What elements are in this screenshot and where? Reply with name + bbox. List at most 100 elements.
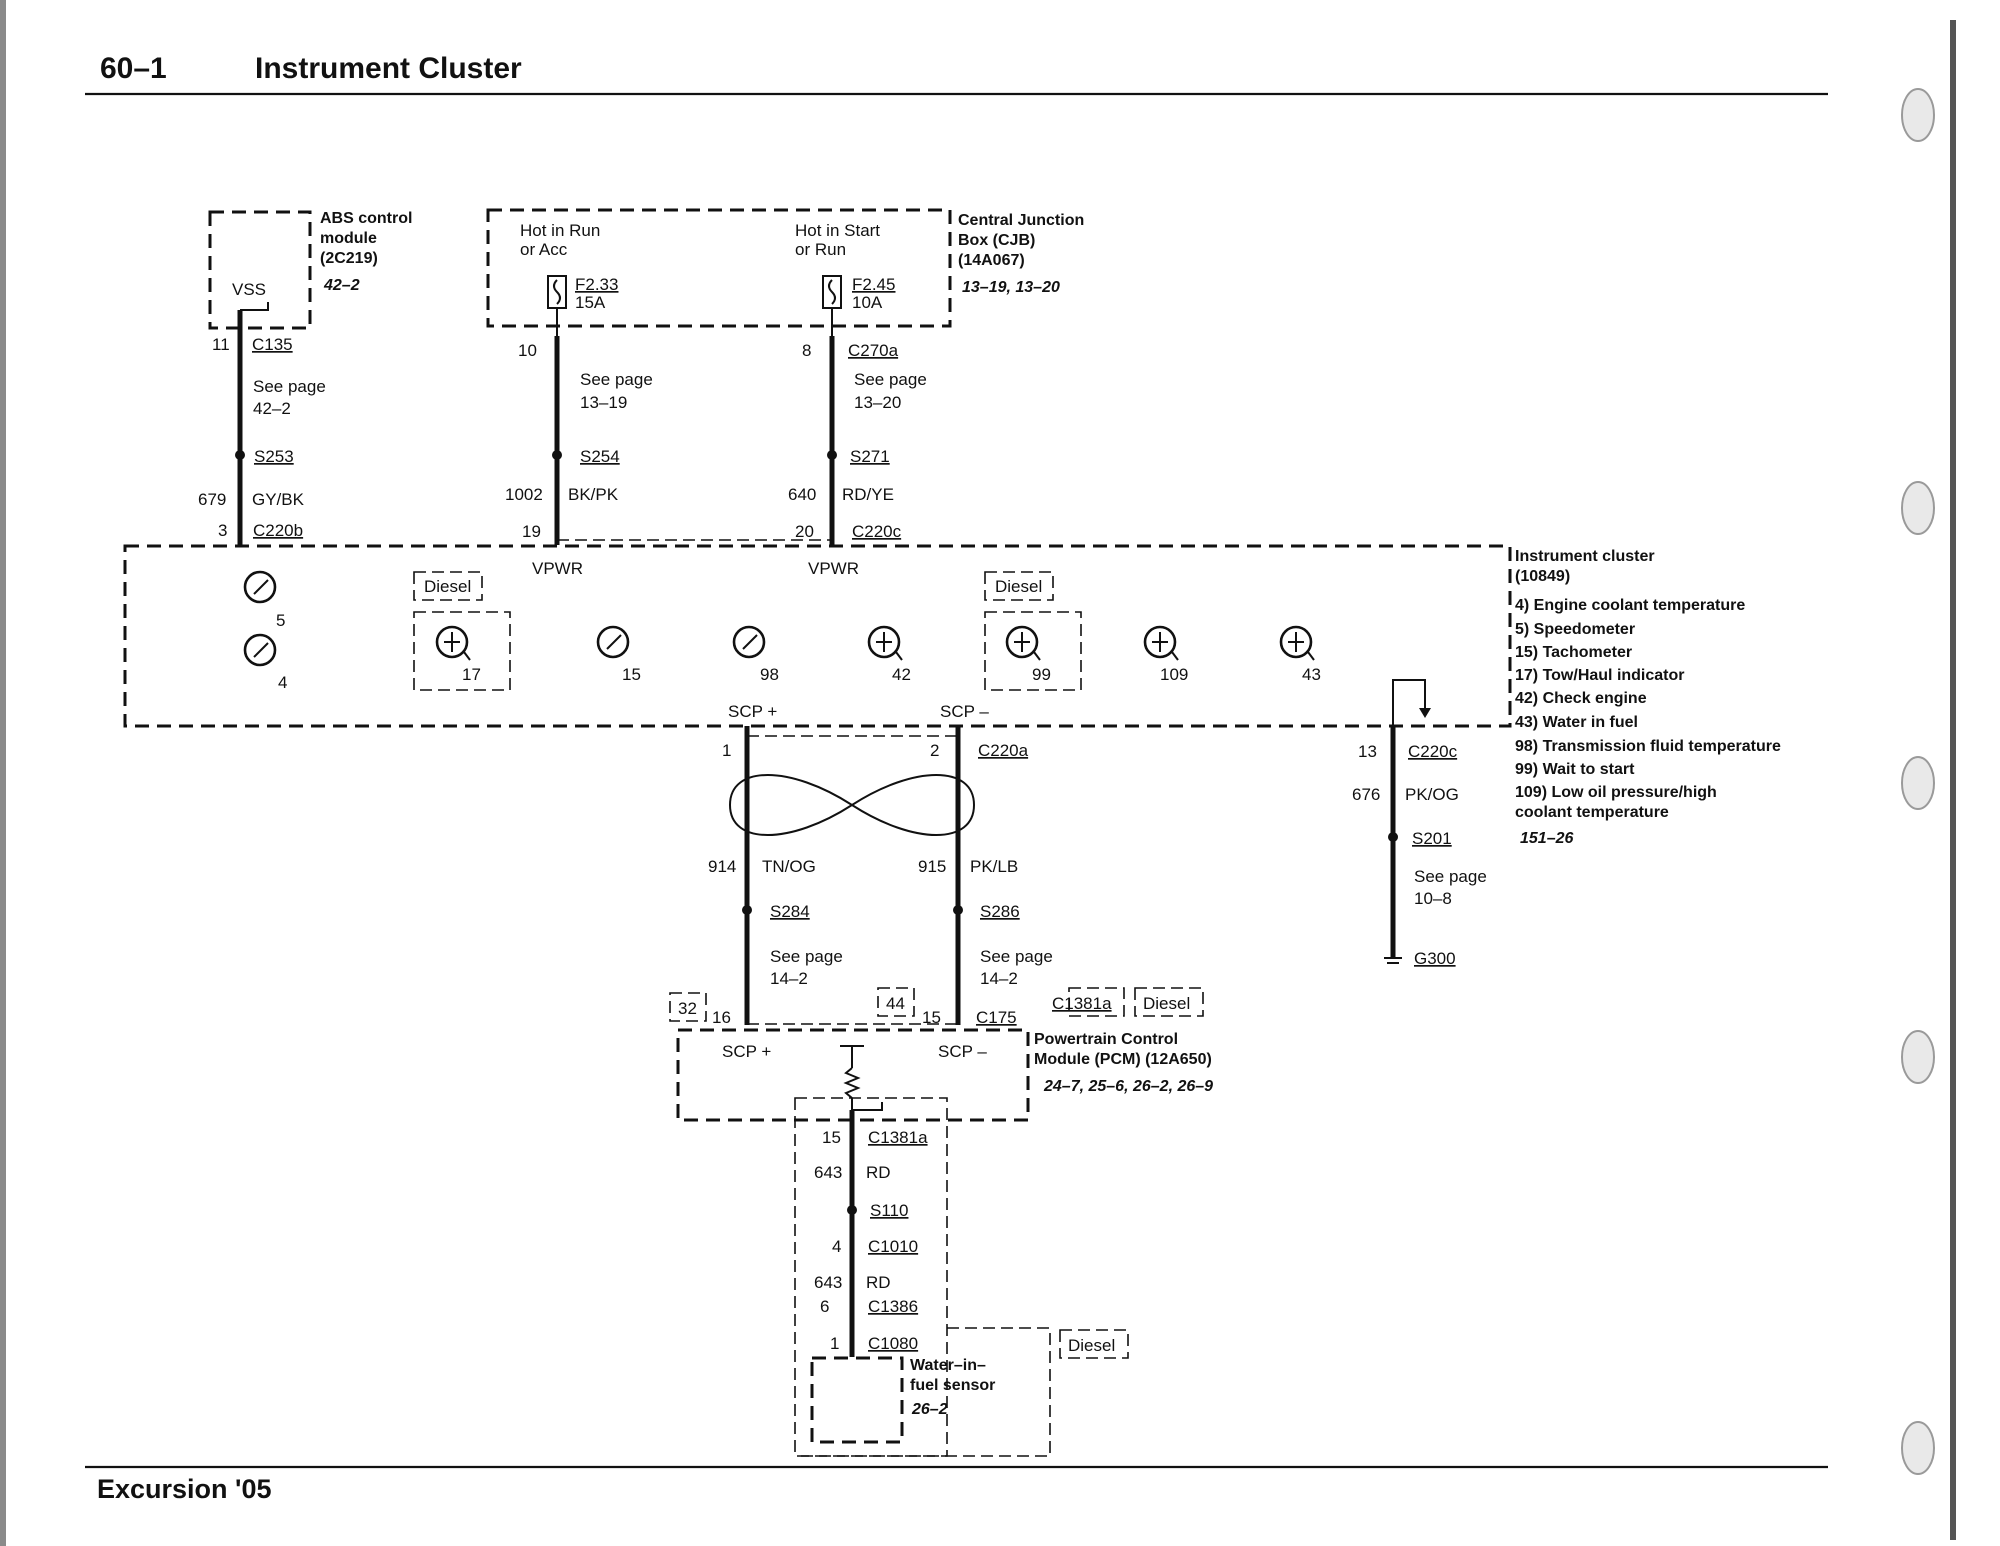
run-acc-see-page: See page 13–19 — [580, 370, 658, 412]
wif-wire-color-2: RD — [866, 1273, 891, 1292]
pcm-scp-plus: SCP + — [722, 1042, 771, 1061]
abs-pin-top: 11 — [212, 335, 230, 354]
diesel-tag — [413, 571, 483, 601]
lamp-mark — [463, 651, 471, 661]
abs-module-ref: 42–2 — [323, 277, 360, 294]
abs-splice: S253 — [254, 447, 294, 466]
scp-plus-pin-top: 1 — [722, 741, 731, 760]
indicator-17: 17 — [435, 625, 481, 684]
pcm-resistor-icon — [843, 1067, 861, 1099]
ground-splice: S201 — [1412, 829, 1452, 848]
splice-dot — [1388, 832, 1398, 842]
diesel-indicator-box — [984, 611, 1082, 691]
ground-point: G300 — [1414, 949, 1456, 968]
diesel-tag-label: Diesel — [1068, 1336, 1115, 1355]
run-acc-pin-bottom: 19 — [522, 522, 541, 541]
abs-pin-bottom: 3 — [218, 521, 227, 540]
page-number: 60–1 — [100, 52, 167, 85]
ground-internal-path — [1392, 679, 1426, 726]
wif-connector-3: C1386 — [868, 1297, 918, 1316]
twisted-pair-icon — [728, 774, 976, 836]
wif-splice: S110 — [870, 1201, 908, 1220]
fuse-element — [828, 279, 836, 305]
fuse-element — [553, 279, 561, 305]
scp-minus-pin-top: 2 — [930, 741, 939, 760]
diesel-indicator-box — [413, 611, 511, 691]
gauge-4: 4 — [243, 633, 287, 692]
scp-connector-top: C220a — [978, 741, 1029, 760]
diesel-circuit-box-lower — [795, 1327, 1051, 1457]
pin-tag-44-label: 44 — [886, 994, 905, 1013]
page-title: Instrument Cluster — [255, 52, 522, 85]
run-acc-pin-top: 10 — [518, 341, 537, 360]
gauge-needle — [253, 642, 269, 658]
cluster-scp-minus: SCP – — [940, 702, 989, 721]
lamp-mark — [1307, 651, 1315, 661]
scp-minus-pin-bottom: 15 — [922, 1008, 941, 1027]
cluster-label: Instrument cluster (10849) — [1515, 548, 1659, 585]
cjb-box — [486, 208, 952, 328]
gauge-number: 109 — [1160, 665, 1188, 684]
binder-ring — [1901, 481, 1935, 535]
ground-arrow-icon — [1419, 708, 1431, 718]
pcm-label: Powertrain Control Module (PCM) (12A650) — [1034, 1031, 1212, 1068]
gauge-number: 4 — [278, 673, 287, 692]
gauge-needle — [742, 634, 758, 650]
wif-circuit-number-2: 643 — [814, 1273, 842, 1292]
indicator-43: 43 — [1279, 625, 1321, 684]
wif-sensor-ref: 26–2 — [911, 1401, 948, 1418]
ground-pin: 13 — [1358, 742, 1377, 761]
diesel-tag — [984, 571, 1054, 601]
start-run-connector-bottom: C220c — [852, 522, 902, 541]
indicator-lamp-icon — [1005, 625, 1039, 659]
wif-sensor-box — [810, 1356, 904, 1444]
gauge-number: 43 — [1302, 665, 1321, 684]
start-run-see-page: See page 13–20 — [854, 370, 932, 412]
gauge-5: 5 — [243, 570, 285, 630]
gauge-icon — [243, 570, 277, 604]
lamp-mark — [1171, 651, 1179, 661]
gauge-number: 98 — [760, 665, 779, 684]
start-run-pin-bottom: 20 — [795, 522, 814, 541]
gauge-number: 42 — [892, 665, 911, 684]
page-edge-right — [1950, 20, 1956, 1540]
cjb-label: Central Junction Box (CJB) (14A067) — [958, 212, 1089, 269]
diesel-tag — [1059, 1329, 1129, 1359]
scp-plus-wire-color: TN/OG — [762, 857, 816, 876]
scp-connector-bottom: C175 — [976, 1008, 1017, 1027]
page-edge-left — [0, 0, 6, 1546]
gauge-icon — [243, 633, 277, 667]
fuse-f233-id: F2.33 — [575, 275, 618, 294]
gauge-98: 98 — [732, 625, 779, 684]
wif-sensor-label: Water–in– fuel sensor — [910, 1357, 995, 1394]
cluster-legend: 4) Engine coolant temperature 5) Speedom… — [1515, 597, 1785, 821]
cjb-ref: 13–19, 13–20 — [962, 279, 1060, 296]
vss-signal-mark — [240, 302, 269, 311]
diesel-tag-label: Diesel — [424, 577, 471, 596]
gauge-number: 17 — [462, 665, 481, 684]
abs-module-box — [208, 210, 312, 330]
wif-connector-1: C1381a — [868, 1128, 928, 1147]
cluster-ref: 151–26 — [1520, 830, 1573, 847]
start-run-circuit-number: 640 — [788, 485, 816, 504]
fuse-f245-id: F2.45 — [852, 275, 895, 294]
pcm-input-mark — [852, 1102, 883, 1111]
run-acc-splice: S254 — [580, 447, 620, 466]
run-acc-wire-color: BK/PK — [568, 485, 619, 504]
indicator-42: 42 — [867, 625, 911, 684]
diesel-tag-label: Diesel — [995, 577, 1042, 596]
cjb-right-feed: Hot in Start or Run — [795, 221, 885, 259]
scp-plus-splice: S284 — [770, 902, 810, 921]
start-run-splice: S271 — [850, 447, 890, 466]
indicator-99: 99 — [1005, 625, 1051, 684]
indicator-lamp-icon — [1143, 625, 1177, 659]
splice-dot — [827, 450, 837, 460]
ground-connector: C220c — [1408, 742, 1458, 761]
scp-minus-wire-color: PK/LB — [970, 857, 1018, 876]
vpwr-label-left: VPWR — [532, 559, 583, 578]
indicator-109: 109 — [1143, 625, 1188, 684]
diesel-tag-label: Diesel — [1143, 994, 1190, 1013]
wif-pin-2: 4 — [832, 1237, 841, 1256]
vpwr-label-right: VPWR — [808, 559, 859, 578]
